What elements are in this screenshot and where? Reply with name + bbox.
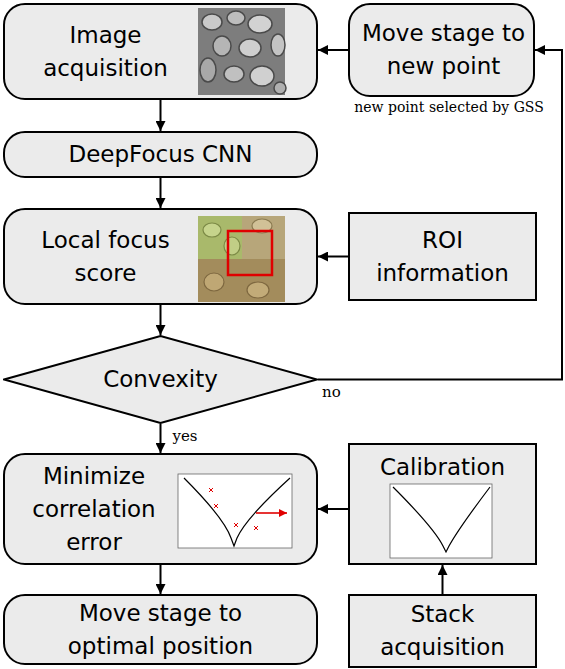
text-area: Move stage to optimal position <box>48 596 273 663</box>
process-box: DeepFocus CNN <box>3 131 318 178</box>
node-label: Move stage to new point <box>356 17 531 83</box>
shift-arrow <box>256 512 287 514</box>
cell-blob <box>271 34 285 56</box>
node-label: Calibration <box>380 451 505 484</box>
cell-blob <box>227 11 245 25</box>
node-label: Local focus score <box>13 224 198 290</box>
cell-blob <box>200 58 216 82</box>
sample-marker <box>234 523 238 527</box>
text-area: Minimize correlation error <box>9 455 179 563</box>
sample-marker <box>254 526 258 530</box>
node-label: Minimize correlation error <box>9 460 179 559</box>
micrograph-background <box>198 8 285 95</box>
flow-arrow <box>160 424 162 453</box>
cell-blob <box>274 82 286 94</box>
flow-arrow <box>318 508 348 510</box>
process-box: Move stage to new point <box>348 3 535 97</box>
focus-map-region <box>242 216 285 259</box>
text-area: ROI information <box>356 214 529 299</box>
micrograph-thumbnail <box>198 8 286 95</box>
node-label: Convexity <box>103 363 218 396</box>
flow-arrow <box>160 178 162 208</box>
cell-blob <box>250 66 274 86</box>
diamond-shape <box>4 336 317 423</box>
node-label: ROI information <box>356 224 529 290</box>
input-box: ROI information <box>348 212 537 301</box>
text-area: DeepFocus CNN <box>5 133 316 176</box>
node-label: Move stage to optimal position <box>48 597 273 663</box>
plot-frame <box>390 484 492 558</box>
node-label: Stack acquisition <box>356 598 529 664</box>
cell-blob <box>202 14 222 30</box>
branch-label: yes <box>173 427 198 445</box>
text-area: Convexity <box>63 335 258 424</box>
focus-map-thumbnail <box>198 216 285 302</box>
sample-marker <box>209 488 213 492</box>
flow-arrow <box>442 565 444 594</box>
node-label: DeepFocus CNN <box>68 138 252 171</box>
calibration-plot <box>390 484 492 558</box>
flow-arrow <box>160 305 162 335</box>
text-area: Move stage to new point <box>356 5 531 95</box>
text-area: Image acquisition <box>13 5 198 98</box>
correlation-plot <box>178 474 292 548</box>
sample-marker <box>214 504 218 508</box>
cell-blob <box>204 273 224 291</box>
cell-blob <box>248 15 272 33</box>
calibration-curve <box>184 478 290 546</box>
cell-blob <box>224 66 244 82</box>
node-label: Image acquisition <box>13 19 198 85</box>
cell-blob <box>213 36 231 56</box>
roi-rectangle <box>228 231 272 275</box>
plot-frame <box>178 474 292 548</box>
cell-blob <box>224 237 240 255</box>
cell-blob <box>239 39 261 57</box>
flow-arrow <box>160 100 162 131</box>
cell-blob <box>203 223 221 237</box>
flow-arrow <box>318 49 348 51</box>
sample-markers <box>209 488 258 530</box>
branch-label: no <box>322 383 341 401</box>
cell-blob <box>247 282 269 298</box>
decision-diamond: Convexity <box>3 335 318 424</box>
annotation-note: new point selected by GSS <box>336 99 562 116</box>
process-box: Move stage to optimal position <box>3 594 318 665</box>
flow-arrow <box>318 256 348 258</box>
input-box: Stack acquisition <box>348 594 537 668</box>
text-area: Local focus score <box>13 210 198 303</box>
flow-arrow <box>318 50 562 380</box>
flow-arrow <box>160 565 162 594</box>
text-area: Stack acquisition <box>356 596 529 666</box>
calibration-curve <box>393 487 490 552</box>
